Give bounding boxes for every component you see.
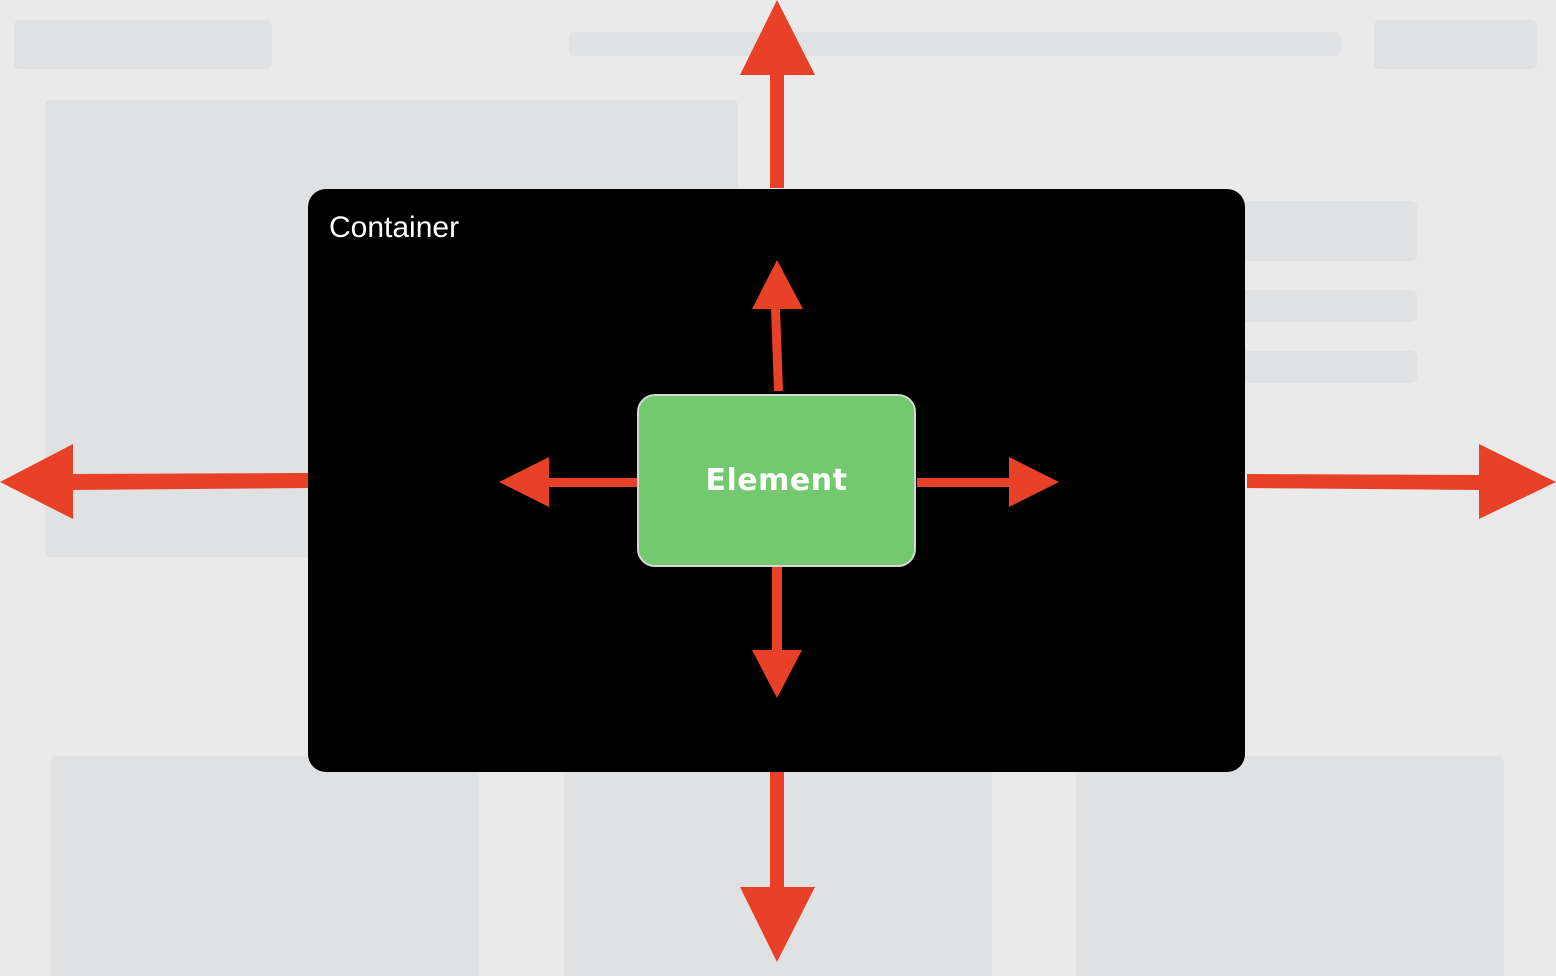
container-label: Container: [329, 211, 460, 244]
placeholder-side-line: [1230, 351, 1417, 383]
placeholder-side-block: [1230, 201, 1417, 261]
placeholder-card: [51, 756, 479, 976]
placeholder-card: [564, 756, 992, 976]
placeholder-search-bar: [569, 32, 1341, 56]
placeholder-side-line: [1230, 290, 1417, 322]
outer-arrow-up-icon: [740, 0, 815, 188]
placeholder-card: [1076, 756, 1504, 976]
placeholder-top-right-button: [1374, 20, 1537, 69]
element-label: Element: [705, 463, 848, 498]
outer-arrow-right-icon: [1247, 444, 1556, 519]
placeholder-logo: [14, 20, 272, 69]
element-box: Element: [637, 394, 916, 567]
